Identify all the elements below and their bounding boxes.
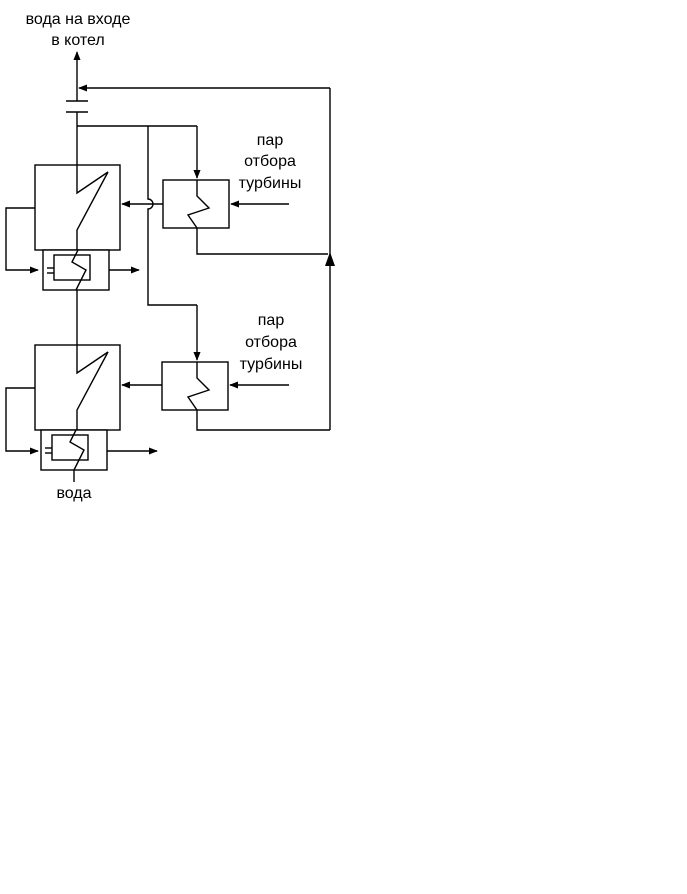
- label-steam-lower-1: пар: [258, 312, 285, 329]
- upper-small-heater-coil: [186, 180, 211, 229]
- lower-drain-cooler-valve: [45, 447, 52, 454]
- upper-drain-cooler-valve: [47, 267, 54, 274]
- right-return-line: [78, 84, 335, 430]
- branch-line-upper-heater: [77, 125, 201, 179]
- lower-small-heater: [161, 361, 229, 411]
- upper-large-heater-coil: [76, 165, 109, 250]
- label-top-line1: вода на входе: [26, 11, 131, 28]
- lower-drain-cooler: [40, 429, 108, 471]
- upper-drain-cooler: [42, 249, 110, 291]
- label-steam-upper-1: пар: [257, 132, 284, 149]
- label-steam-lower-2: отбора: [245, 334, 297, 351]
- upper-heater-to-return: [196, 228, 328, 255]
- label-steam-lower-3: турбины: [240, 356, 303, 373]
- label-steam-upper-2: отбора: [244, 153, 296, 170]
- lower-small-heater-coil: [186, 362, 211, 411]
- upper-drain-cooler-coil: [71, 249, 87, 291]
- label-steam-upper-3: турбины: [239, 175, 302, 192]
- lower-heater-to-return: [196, 410, 330, 431]
- lower-left-loop: [5, 387, 39, 455]
- upper-left-loop: [5, 207, 39, 274]
- label-top-line2: в котел: [51, 32, 105, 49]
- lower-drain-cooler-coil: [69, 429, 85, 471]
- lower-large-heater-coil: [76, 345, 109, 430]
- branch-line-lower-heater: [147, 126, 201, 361]
- label-bottom-water: вода: [56, 485, 91, 502]
- upper-small-heater: [162, 179, 230, 229]
- outlet-valve: [66, 100, 88, 113]
